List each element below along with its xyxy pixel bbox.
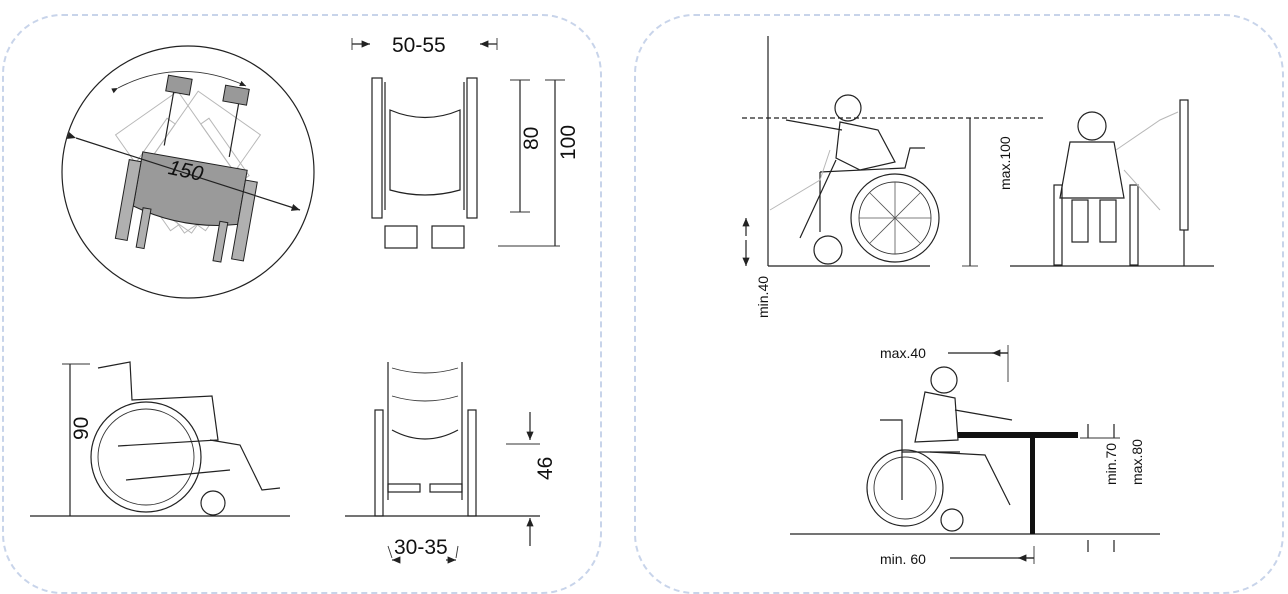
total-length-label: 100 — [557, 125, 580, 160]
table-depth-label: min. 60 — [880, 551, 926, 567]
knee-clearance-label: min.70 — [1103, 443, 1119, 485]
seat-height-label: 46 — [534, 457, 557, 480]
reach-front-view — [1010, 99, 1214, 267]
seat-width-label: 30-35 — [394, 536, 448, 559]
chair-top-view: 50-55 80 100 — [351, 34, 580, 249]
seat-depth-label: 80 — [520, 127, 543, 150]
low-reach-label: min.40 — [755, 276, 771, 318]
top-width-label: 50-55 — [392, 34, 446, 57]
turning-circle-diagram: 150 — [61, 45, 315, 299]
table-height-label: max.80 — [1129, 439, 1145, 485]
chair-front-view: 46 30-35 — [345, 362, 557, 564]
reach-height-label: max.100 — [997, 136, 1013, 190]
table-overhang-label: max.40 — [880, 345, 926, 361]
total-height-label: 90 — [70, 417, 93, 440]
reach-side-view: min.40 max.100 — [742, 36, 1044, 318]
chair-side-view: 90 — [30, 361, 290, 517]
table-reach-view: max.40 min.70 max.80 min. 60 — [790, 345, 1160, 567]
